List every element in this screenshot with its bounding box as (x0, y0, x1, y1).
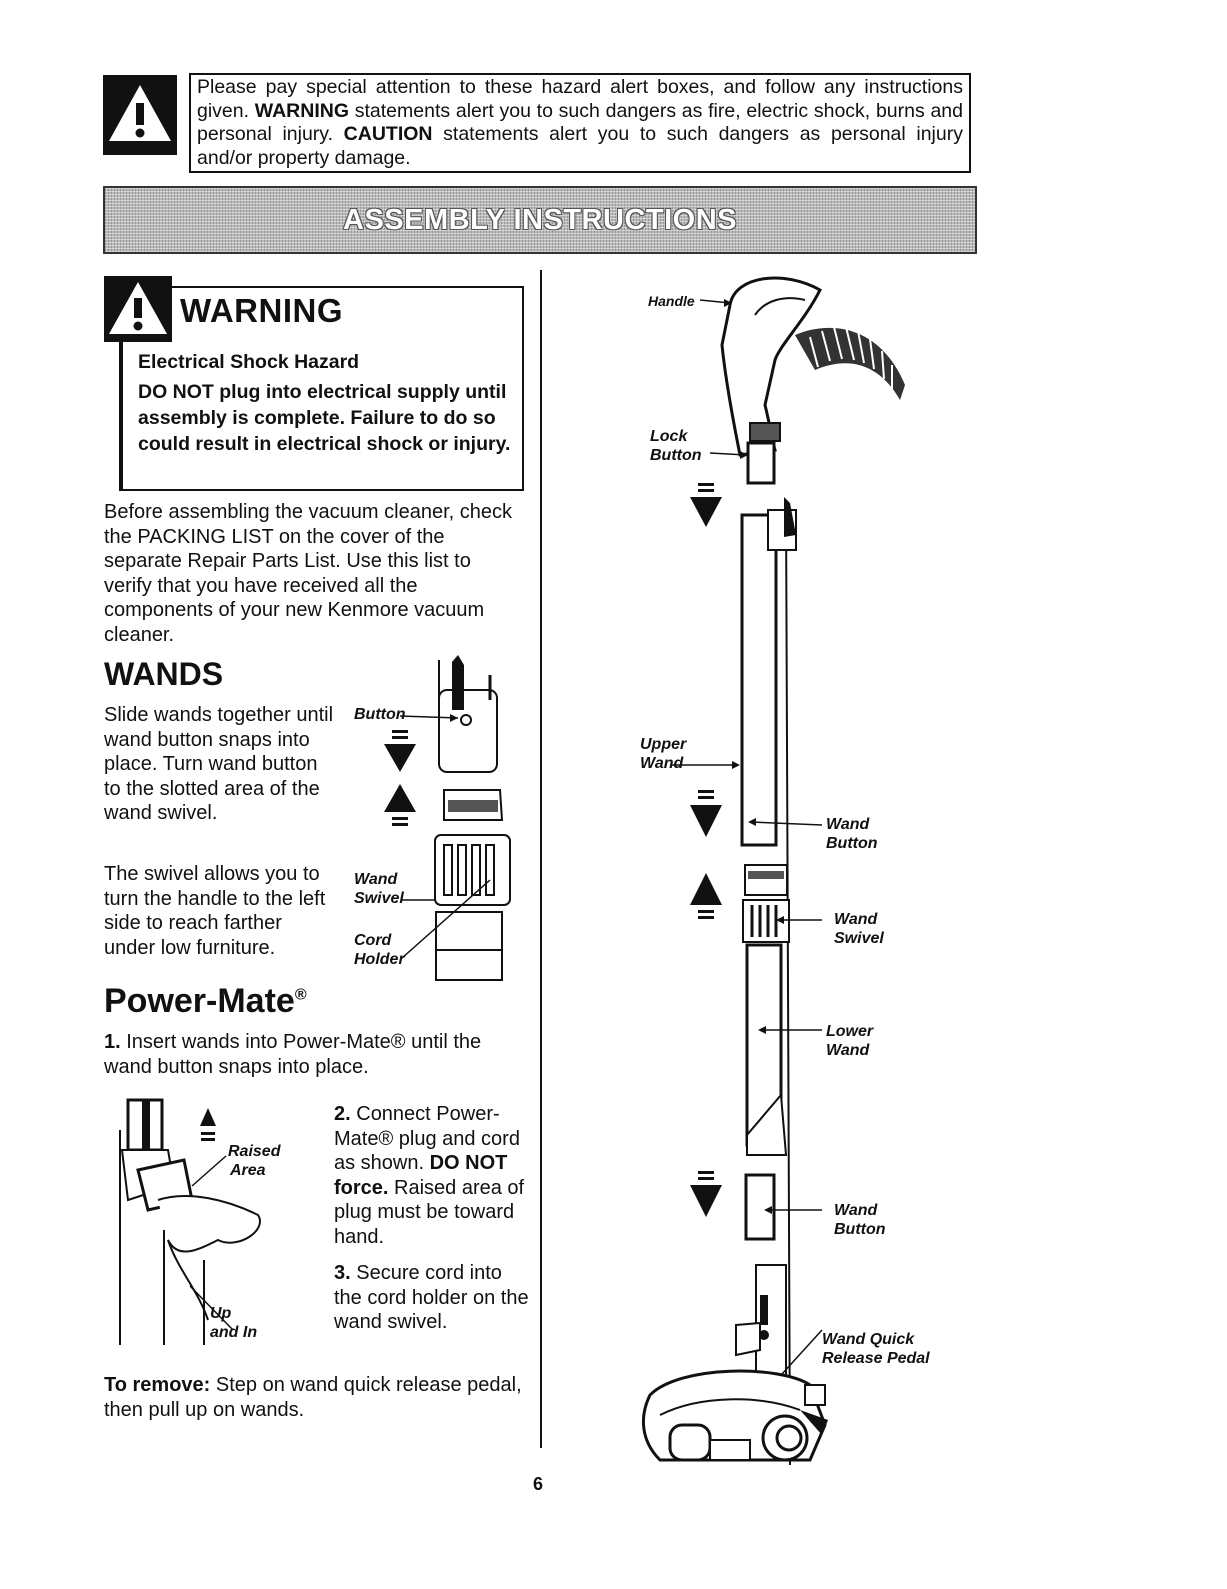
page-number: 6 (533, 1474, 544, 1494)
lower-wand-label-line: Lower (826, 1023, 874, 1040)
wand-assembly-diagram (641, 276, 905, 1466)
hazard-text: Please pay special attention to these ha… (197, 76, 963, 122)
wand-swivel-label-line: Wand (354, 871, 398, 888)
banner-title: ASSEMBLY INSTRUCTIONS (343, 203, 737, 236)
lower-wand-label-line: Wand (826, 1042, 870, 1059)
step-number: 2. (334, 1103, 351, 1125)
power-mate-step-2: 2. Connect Power-Mate® plug and cord as … (334, 1102, 534, 1249)
hazard-warning-icon (103, 75, 177, 155)
power-mate-step-3: 3. Secure cord into the cord holder on t… (334, 1261, 534, 1335)
wand-swivel-illustration (384, 655, 511, 981)
lock-button-label-line: Button (650, 447, 702, 464)
wands-paragraph-2: The swivel allows you to turn the handle… (104, 863, 326, 959)
registered-mark: ® (294, 986, 307, 1004)
cord-holder-label: Cord Holder (354, 931, 405, 969)
warning-subtitle: Electrical Shock Hazard (138, 351, 360, 373)
wand-button-bottom-label-line: Button (834, 1221, 886, 1238)
intro-paragraph: Before assembling the vacuum cleaner, ch… (104, 501, 512, 646)
power-mate-heading: Power-Mate® (104, 982, 307, 1021)
raised-area-label: Raised Area (228, 1142, 280, 1180)
wand-button-label-line: Wand (826, 816, 870, 833)
quick-release-pedal-label-line: Release Pedal (822, 1350, 930, 1367)
wand-swivel-label: Wand Swivel (354, 870, 404, 908)
warning-triangle-icon (104, 276, 172, 342)
remove-text: Step on wand quick release pedal, then p… (104, 1374, 522, 1421)
assembly-banner: ASSEMBLY INSTRUCTIONS (103, 186, 977, 254)
column-divider (540, 270, 542, 1448)
hazard-text: statements alert you to such dangers as … (197, 123, 963, 169)
plug-illustration (119, 1098, 261, 1345)
cord-holder-label-line: Holder (354, 951, 405, 968)
warning-body: Electrical Shock Hazard DO NOT plug into… (138, 349, 518, 457)
up-and-in-label: Up and In (210, 1304, 257, 1342)
quick-release-pedal-label-line: Wand Quick (822, 1331, 915, 1348)
warning-word: WARNING (254, 99, 350, 122)
up-and-in-label-line: and In (210, 1324, 258, 1341)
hazard-notice-box: Please pay special attention to these ha… (189, 73, 971, 173)
step-bold-text: DO NOT force. (334, 1152, 508, 1199)
power-mate-heading-text: Power-Mate (104, 982, 295, 1020)
lock-button-label: Lock Button (650, 427, 702, 465)
step-text: Insert wands into Power-Mate® until the … (104, 1031, 482, 1078)
upper-wand-label: Upper Wand (640, 735, 686, 773)
quick-release-pedal-label: Wand Quick Release Pedal (822, 1330, 930, 1368)
wand-button-label-line: Button (826, 835, 878, 852)
step-number: 3. (334, 1262, 351, 1284)
upper-wand-label-line: Upper (640, 736, 687, 753)
hazard-text: statements alert you to such dangers as … (197, 99, 963, 146)
remove-label: To remove: (104, 1374, 211, 1396)
button-label: Button (354, 706, 406, 723)
handle-label: Handle (648, 293, 695, 309)
warning-box-bar (119, 340, 123, 491)
wand-button-bottom-label: Wand Button (834, 1201, 886, 1239)
wand-swivel-diagram-label-line: Wand (834, 911, 878, 928)
power-mate-step-1: 1. Insert wands into Power-Mate® until t… (104, 1030, 524, 1079)
step-number: 1. (104, 1031, 121, 1053)
up-and-in-label-line: Up (210, 1305, 232, 1322)
step-text: Raised area of plug must be toward hand. (334, 1176, 525, 1248)
lock-button-label-line: Lock (650, 428, 688, 445)
lower-wand-label: Lower Wand (826, 1022, 873, 1060)
cord-holder-label-line: Cord (354, 932, 392, 949)
wands-heading: WANDS (104, 656, 224, 692)
warning-text: DO NOT plug into electrical supply until… (138, 381, 511, 455)
wand-swivel-diagram-label-line: Swivel (834, 930, 884, 947)
upper-wand-label-line: Wand (640, 755, 684, 772)
remove-instructions: To remove: Step on wand quick release pe… (104, 1373, 524, 1422)
wands-paragraph-1: Slide wands together until wand button s… (104, 704, 334, 824)
caution-word: CAUTION (343, 123, 433, 145)
raised-area-label-line: Raised (228, 1143, 281, 1160)
raised-area-label-line: Area (230, 1162, 266, 1179)
wand-swivel-diagram-label: Wand Swivel (834, 910, 884, 948)
warning-title: WARNING (180, 292, 343, 329)
wand-button-label: Wand Button (826, 815, 878, 853)
step-text: Connect Power-Mate® plug and cord as sho… (334, 1103, 520, 1174)
wand-swivel-label-line: Swivel (354, 890, 404, 907)
wand-button-bottom-label-line: Wand (834, 1202, 878, 1219)
step-text: Secure cord into the cord holder on the … (334, 1262, 529, 1333)
